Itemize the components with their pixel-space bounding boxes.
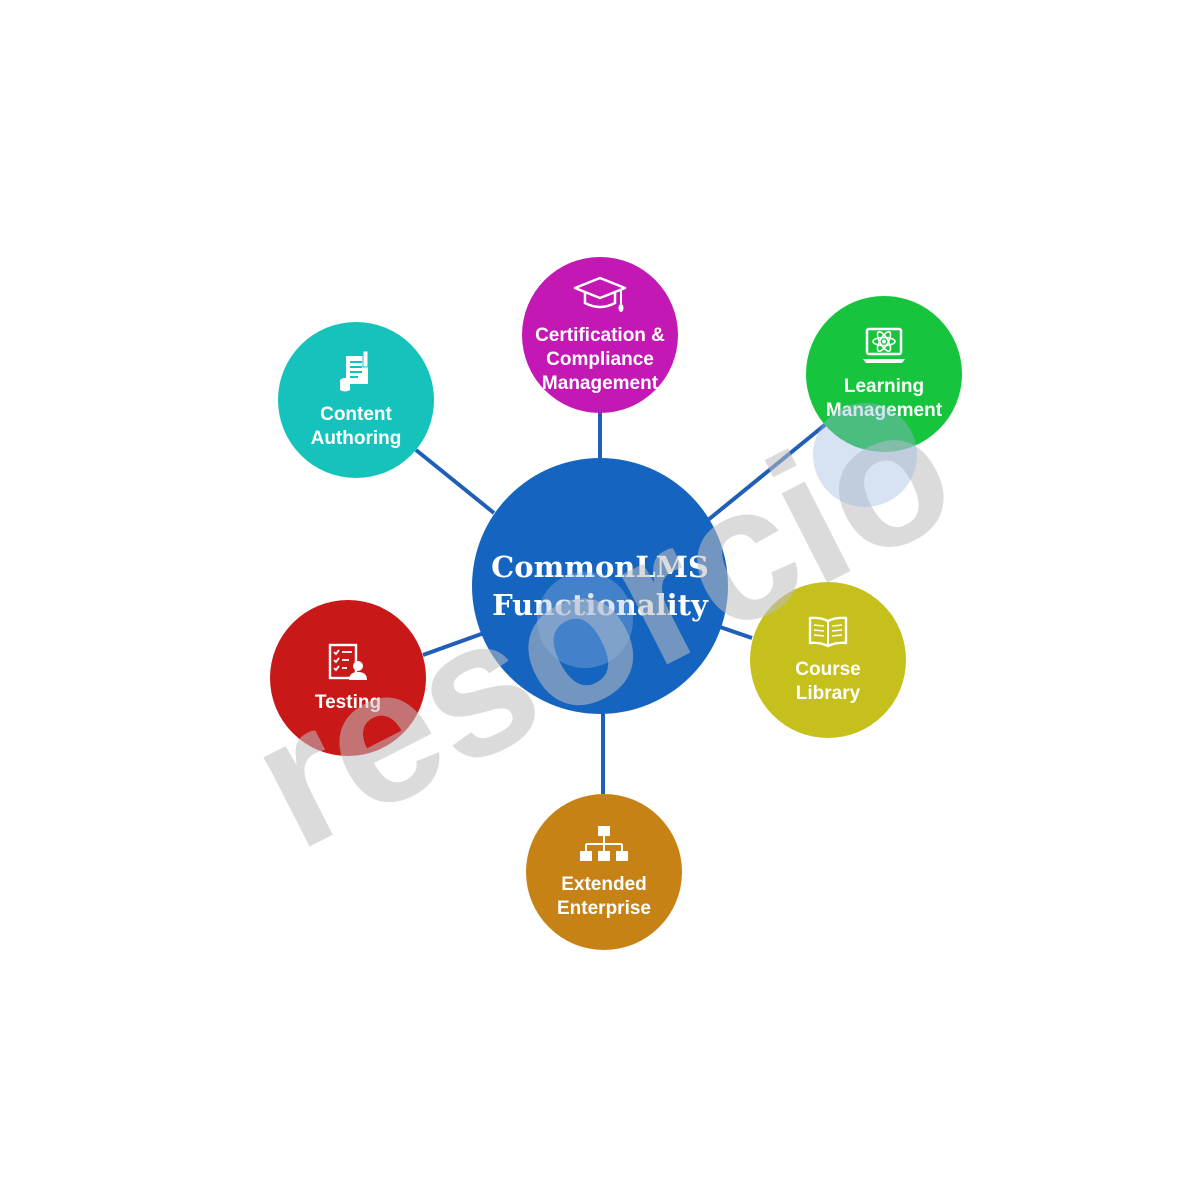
org-chart-icon: [578, 824, 630, 869]
document-pen-icon: [336, 350, 376, 399]
node-content: Content Authoring: [278, 322, 434, 478]
node-learning: Learning Management: [806, 296, 962, 452]
node-course: Course Library: [750, 582, 906, 738]
checklist-user-icon: [327, 642, 369, 687]
connector-learning: [706, 422, 828, 522]
open-book-icon: [806, 615, 850, 654]
node-learning-label: Learning Management: [825, 375, 943, 421]
node-course-label: Course Library: [795, 658, 861, 704]
connector-testing: [422, 631, 485, 657]
connector-course: [719, 625, 753, 640]
node-extended: Extended Enterprise: [526, 794, 682, 950]
laptop-atom-icon: [861, 326, 907, 371]
node-certification: Certification & Compliance Management: [522, 257, 678, 413]
node-extended-label: Extended Enterprise: [557, 873, 651, 919]
graduation-cap-icon: [572, 275, 628, 320]
node-certification-label: Certification & Compliance Management: [535, 324, 665, 394]
hub-title: CommonLMS Functionality: [491, 550, 709, 622]
connector-content: [414, 448, 496, 515]
hub-circle: CommonLMS Functionality: [472, 458, 728, 714]
node-testing: Testing: [270, 600, 426, 756]
node-testing-label: Testing: [314, 691, 382, 713]
node-content-label: Content Authoring: [310, 403, 402, 449]
